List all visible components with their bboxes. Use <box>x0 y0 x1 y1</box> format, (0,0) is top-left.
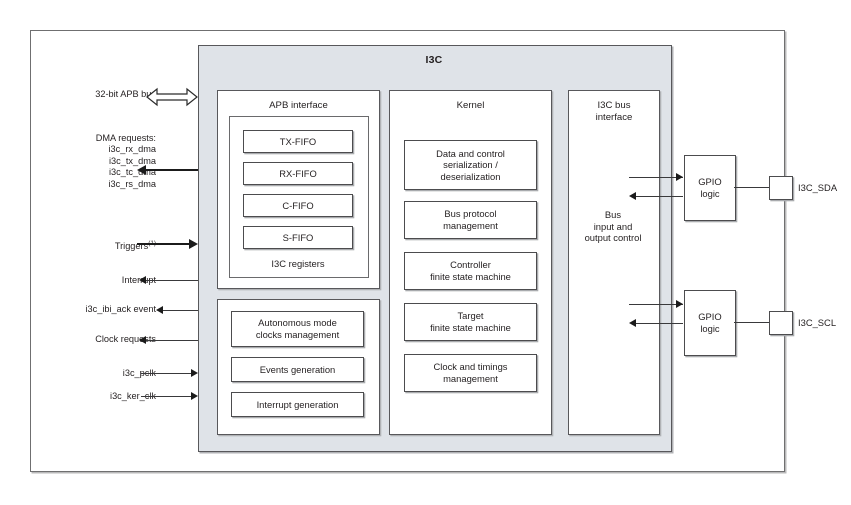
block-bus-input-and-output-control: Bus input and output control <box>584 209 642 244</box>
i3c-bus-interface-panel: I3C bus interface <box>568 90 660 435</box>
clock-requests-arrow-icon <box>139 336 146 344</box>
gpio-to-bus-sda-in-line <box>636 196 683 198</box>
gpio-to-bus-scl-in-line <box>636 323 683 325</box>
block-tx-fifo: TX-FIFO <box>243 130 353 153</box>
i3c-ker-clk-arrow-icon <box>191 392 198 400</box>
signal-label-interrupt: Interrupt <box>121 275 156 285</box>
kernel-title: Kernel <box>456 100 485 111</box>
signal-label-i3c-pclk: i3c_pclk <box>122 368 156 378</box>
i3c-bus-interface-title: I3C bus interface <box>595 100 633 123</box>
pad-label-i3c-scl: I3C_SCL <box>798 317 837 328</box>
ibi-ack-line <box>163 310 198 312</box>
gpio-logic-scl: GPIO logic <box>684 290 736 356</box>
pad-i3c-sda <box>769 176 793 200</box>
gpio-logic-sda: GPIO logic <box>684 155 736 221</box>
bus-to-gpio-sda-out-line <box>629 177 683 179</box>
i3c-pclk-line <box>141 373 191 375</box>
dma-arrow-icon <box>137 165 146 175</box>
i3c-pclk-arrow-icon <box>191 369 198 377</box>
gpio-sda-to-pad-line <box>734 187 779 189</box>
triggers-line <box>137 243 189 245</box>
interrupt-arrow-icon <box>139 276 146 284</box>
ibi-ack-arrow-icon <box>156 306 163 314</box>
block-c-fifo: C-FIFO <box>243 194 353 217</box>
apb-interface-title: APB interface <box>269 100 328 111</box>
signal-label-clock-requests: Clock requests <box>95 334 156 344</box>
block-target-finite-state-machine: Target finite state machine <box>404 303 537 341</box>
signal-label-i3c-ker-clk: i3c_ker_clk <box>110 391 156 401</box>
triggers-arrow-icon <box>189 239 198 249</box>
apb-bus-bidirectional-arrow-icon <box>146 87 198 107</box>
signal-label-i3c-ibi-ack-event: i3c_ibi_ack event <box>85 304 156 314</box>
i3c-panel-title: I3C <box>425 54 443 66</box>
bus-to-gpio-scl-out-line <box>629 304 683 306</box>
block-bus-protocol-management: Bus protocol management <box>404 201 537 239</box>
gpio-to-bus-sda-in-arrow-icon <box>629 192 636 200</box>
bus-to-gpio-scl-out-arrow-icon <box>676 300 683 308</box>
block-interrupt-generation: Interrupt generation <box>231 392 364 417</box>
block-s-fifo: S-FIFO <box>243 226 353 249</box>
block-data-and-control-serialization: Data and control serialization / deseria… <box>404 140 537 190</box>
interrupt-line <box>146 280 198 282</box>
i3c-ker-clk-line <box>141 396 191 398</box>
pad-label-i3c-sda: I3C_SDA <box>798 182 838 193</box>
block-autonomous-mode-clocks-management: Autonomous mode clocks management <box>231 311 364 347</box>
pad-i3c-scl <box>769 311 793 335</box>
block-clock-and-timings-management: Clock and timings management <box>404 354 537 392</box>
i3c-registers-label: I3C registers <box>271 258 325 269</box>
signal-label-apb-bus: 32-bit APB bus <box>95 89 156 99</box>
signal-label-dma-requests: DMA requests: i3c_rx_dma i3c_tx_dma i3c_… <box>95 133 156 189</box>
block-events-generation: Events generation <box>231 357 364 382</box>
block-rx-fifo: RX-FIFO <box>243 162 353 185</box>
gpio-scl-to-pad-line <box>734 322 779 324</box>
gpio-to-bus-scl-in-arrow-icon <box>629 319 636 327</box>
signal-label-triggers: Triggers(1) <box>20 238 156 252</box>
bus-to-gpio-sda-out-arrow-icon <box>676 173 683 181</box>
signal-label-triggers-text: Triggers <box>114 241 149 252</box>
block-controller-finite-state-machine: Controller finite state machine <box>404 252 537 290</box>
dma-line <box>146 169 198 171</box>
clock-requests-line <box>146 340 198 342</box>
